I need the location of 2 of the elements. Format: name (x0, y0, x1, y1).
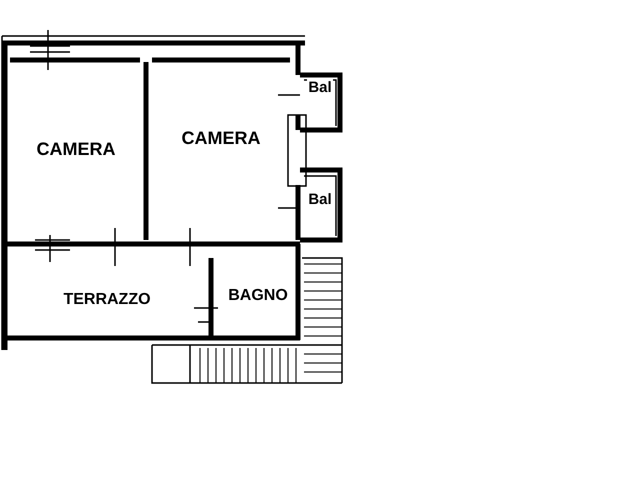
room-label: Bal (307, 190, 333, 208)
room-label: Bal (307, 78, 333, 96)
